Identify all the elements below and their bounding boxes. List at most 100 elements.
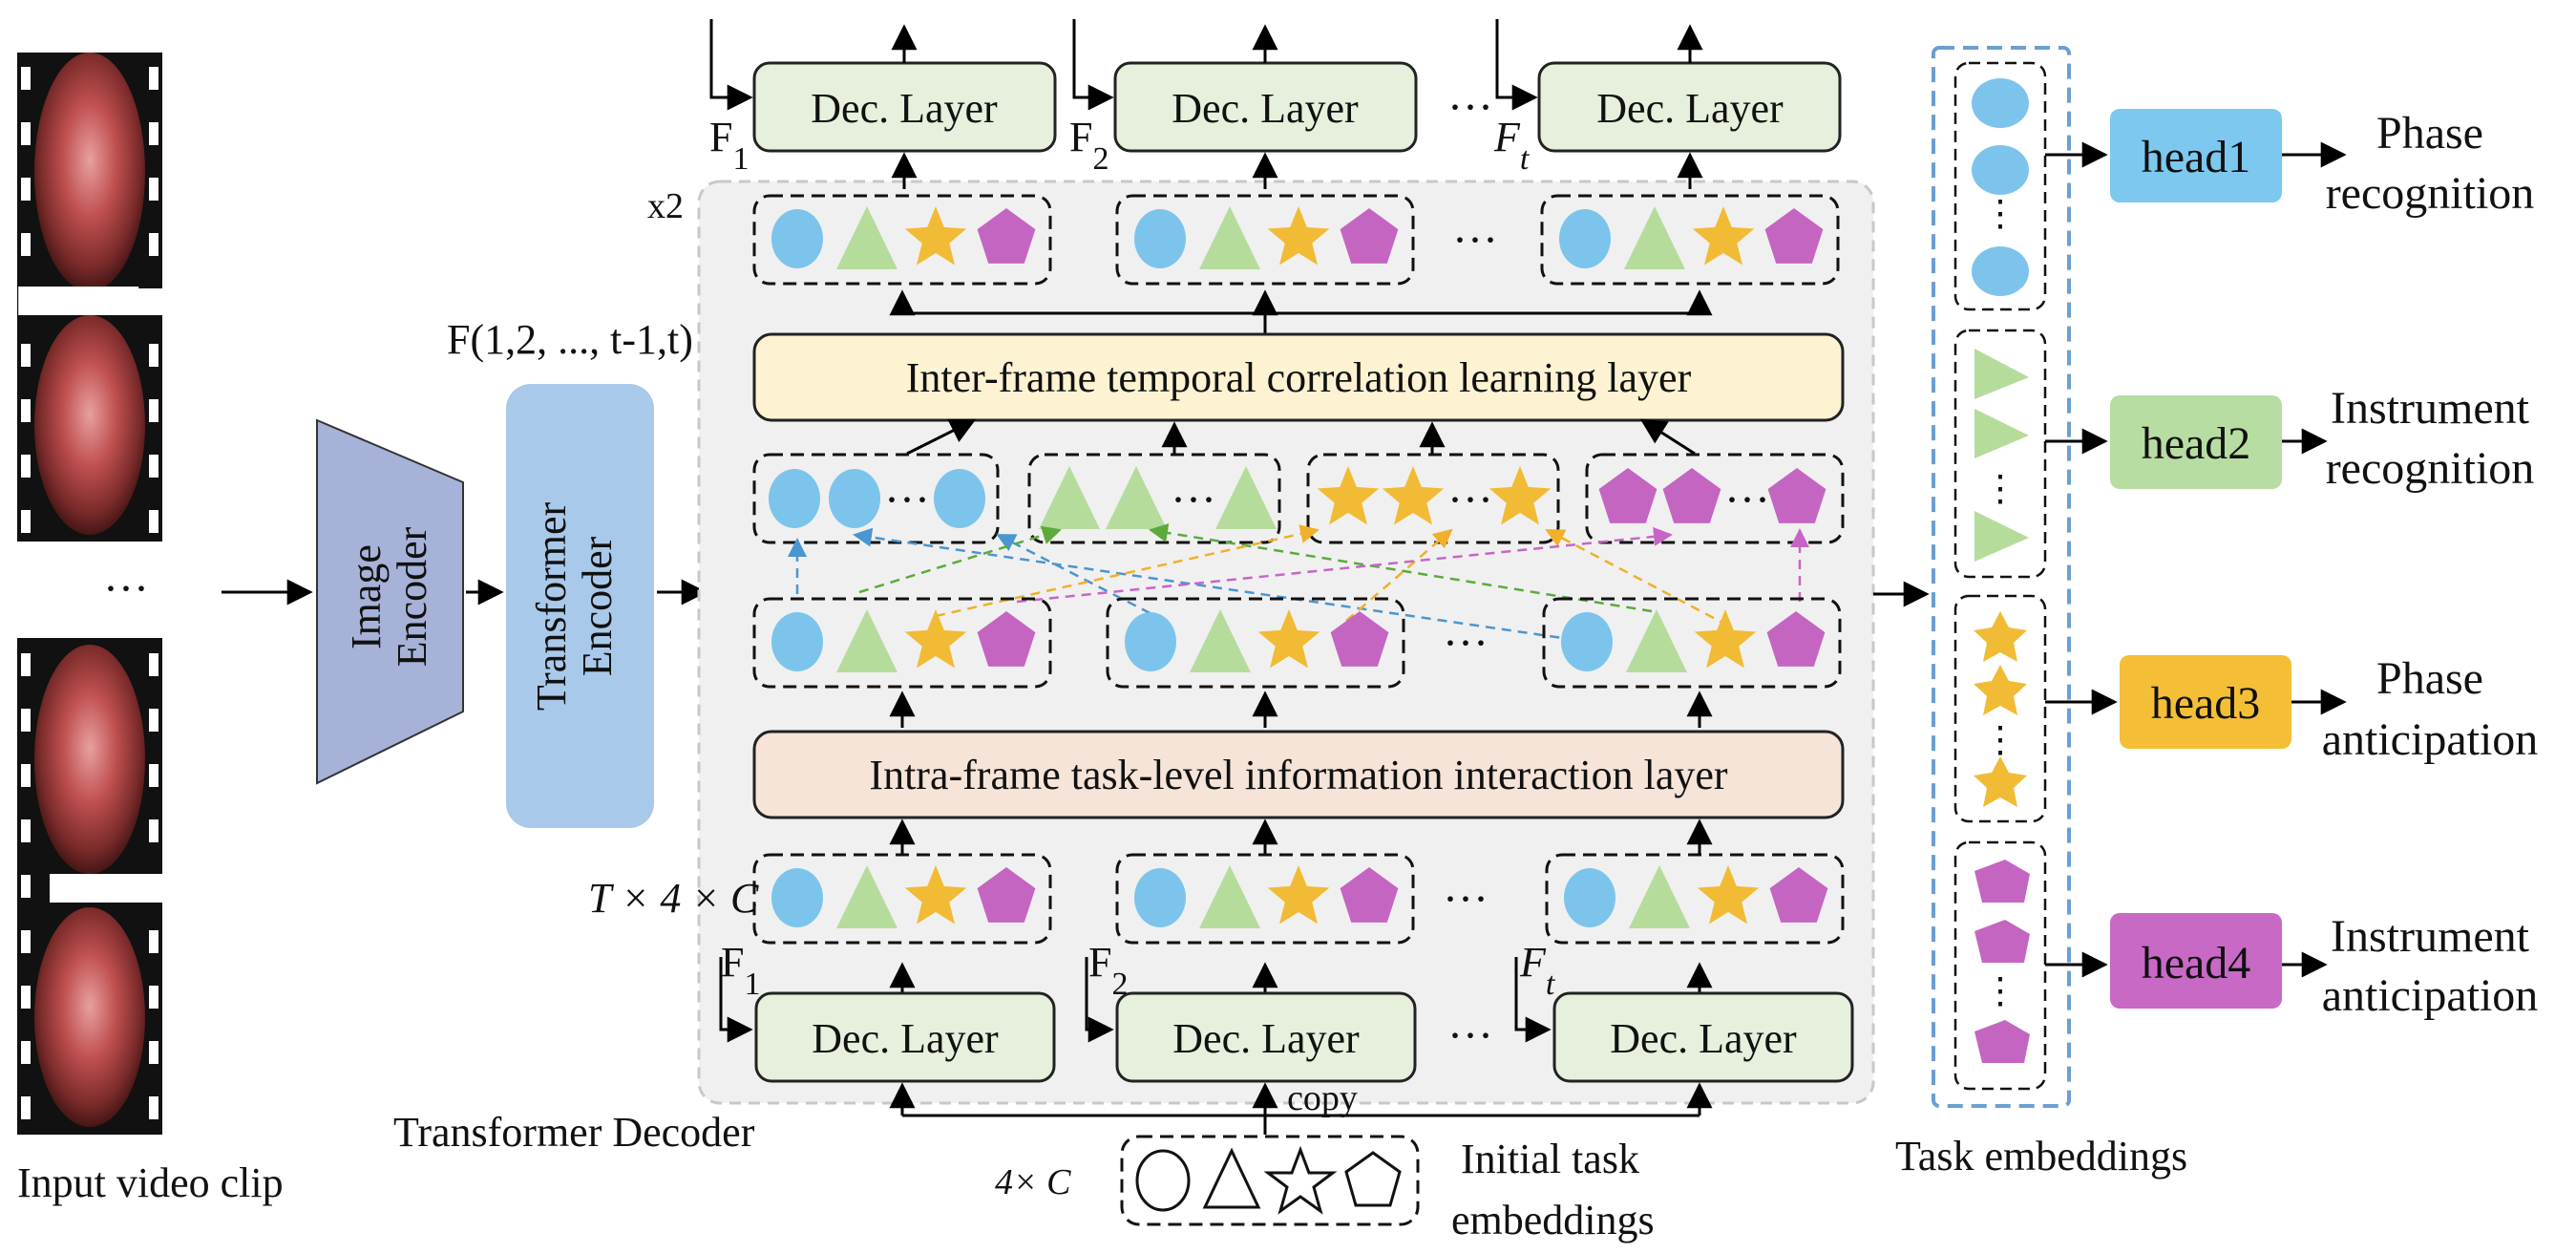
embed-ellipsis: ⋮ [1982, 469, 2018, 509]
transformer-encoder-label-1: Transformer [528, 501, 575, 711]
circle-token-icon [771, 868, 823, 927]
frame-token-group [1540, 194, 1840, 286]
initial-task-embeddings [1120, 1135, 1420, 1226]
head1-box [2110, 109, 2282, 202]
task-token-group-circle [752, 453, 1000, 544]
circle-token-icon [1561, 612, 1613, 671]
video-filmstrip-top [17, 53, 251, 542]
star-token-icon [1697, 865, 1760, 925]
video-label: Input video clip [17, 1159, 284, 1206]
bottom-ellipsis: ··· [1447, 1010, 1493, 1061]
row-ellipsis: ··· [1724, 475, 1770, 525]
frame-token-group [1106, 597, 1405, 689]
dec-layer-bottom-2-label: Dec. Layer [1172, 1015, 1360, 1062]
star-token-icon [1267, 865, 1330, 925]
frame-label-bottom-2: F2 [1088, 939, 1128, 1002]
embed-circle-icon [1972, 78, 2029, 128]
triangle-token-icon [1629, 865, 1690, 928]
head3-label: head3 [2151, 678, 2261, 729]
surgical-frame-image [34, 907, 145, 1127]
video-filmstrip-bottom [17, 638, 250, 1135]
dec-layer-top-t-label: Dec. Layer [1596, 85, 1784, 132]
head3-output-line2: anticipation [2322, 714, 2539, 765]
token-row-bottom: ··· [752, 853, 1845, 945]
triangle-token-icon [836, 865, 897, 928]
top-ellipsis: ··· [1447, 82, 1493, 133]
frame-label-bottom-t: Ft [1519, 939, 1556, 1002]
initial-circle-icon [1135, 1149, 1191, 1212]
task-grouped-row: ············ [752, 453, 1845, 544]
frame-label-top-t: Ft [1493, 114, 1531, 177]
embed-triangle-icon [1974, 349, 2029, 399]
circle-token-icon [771, 612, 823, 671]
head1-output-line2: recognition [2326, 168, 2535, 219]
head3-output-line1: Phase [2376, 653, 2483, 704]
decoder-dims-label: T × 4 × C [588, 875, 759, 922]
embedding-group-pentagon [1953, 840, 2047, 1091]
initial-dims-label: 4× C [995, 1162, 1071, 1202]
pentagon-token-icon [1767, 468, 1826, 523]
pentagon-token-icon [1340, 208, 1399, 264]
triangle-token-icon [1039, 466, 1100, 529]
row-ellipsis: ··· [1452, 215, 1498, 266]
triangle-token-icon [1190, 609, 1251, 672]
frame-label-top-2: F2 [1069, 114, 1109, 177]
surgical-frame-image [34, 315, 145, 535]
embed-circle-icon [1972, 246, 2029, 296]
circle-token-icon [1564, 868, 1615, 927]
embed-pentagon-icon [1974, 920, 2030, 963]
star-token-icon [1489, 466, 1552, 525]
triangle-token-icon [1199, 865, 1260, 928]
circle-token-icon [829, 469, 880, 528]
head2-output-line1: Instrument [2331, 383, 2530, 434]
circle-token-icon [1559, 209, 1611, 268]
head3-box [2120, 655, 2291, 749]
pentagon-token-icon [1769, 867, 1828, 923]
pentagon-token-icon [1340, 867, 1399, 923]
video-ellipsis: ··· [103, 563, 149, 614]
frame-token-group [1545, 853, 1845, 945]
image-encoder: Image Encoder [316, 418, 464, 785]
head1-output-line1: Phase [2376, 108, 2483, 159]
token-row-middle: ··· [752, 597, 1842, 689]
embed-pentagon-icon [1974, 860, 2030, 903]
initial-label-2: embeddings [1451, 1197, 1655, 1243]
initial-label-1: Initial task [1461, 1136, 1639, 1182]
initial-pentagon-icon [1344, 1151, 1402, 1207]
head2-box [2110, 395, 2282, 489]
bottom-dec-layers: Dec. Layer F1 Dec. Layer F2 ··· Dec. Lay… [719, 939, 1854, 1083]
pentagon-token-icon [977, 867, 1036, 923]
head4-output-line1: Instrument [2331, 911, 2530, 962]
embed-ellipsis: ⋮ [1982, 971, 2018, 1011]
row-ellipsis: ··· [1443, 618, 1489, 669]
encoder-input-label: F(1,2, ..., t-1,t) [447, 316, 693, 363]
transformer-encoder: Transformer Encoder [506, 384, 654, 828]
copy-label: copy [1287, 1078, 1358, 1118]
embed-circle-icon [1972, 145, 2029, 195]
row-ellipsis: ··· [884, 475, 930, 525]
star-token-icon [1257, 609, 1320, 669]
transformer-encoder-label-2: Encoder [574, 536, 621, 676]
triangle-token-icon [836, 206, 897, 269]
frame-token-group [1115, 853, 1415, 945]
head4-label: head4 [2142, 938, 2251, 988]
star-token-icon [904, 206, 967, 266]
embed-pentagon-icon [1974, 1020, 2030, 1063]
dec-layer-top-1-label: Dec. Layer [811, 85, 998, 132]
inter-frame-layer [752, 332, 1845, 422]
output-heads: head1 Phase recognition head2 Instrument… [2045, 108, 2538, 1021]
embedding-group-star [1953, 594, 2047, 823]
triangle-token-icon [836, 609, 897, 672]
embed-star-icon [1974, 611, 2027, 662]
dec-layer-bottom-2 [1115, 991, 1417, 1083]
pentagon-token-icon [977, 208, 1036, 264]
circle-token-icon [1134, 209, 1186, 268]
task-token-group-pentagon [1585, 453, 1845, 544]
frame-label-top-1: F1 [709, 114, 749, 177]
surgical-frame-image [34, 645, 145, 874]
head2-label: head2 [2142, 418, 2251, 469]
task-embeddings-panel: ⋮ ⋮ ⋮ ⋮ [1932, 46, 2071, 1108]
surgical-frame-image [34, 53, 145, 291]
